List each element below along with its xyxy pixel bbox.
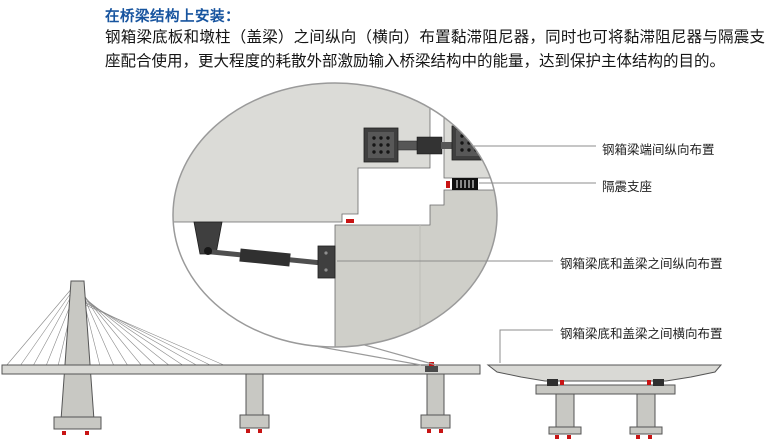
callout-ellipse-outline <box>172 82 498 348</box>
damper-cylinder <box>416 136 443 155</box>
funnel-line-lower <box>360 343 437 366</box>
stay-cable <box>82 303 227 367</box>
transverse-damper-marker-left <box>560 380 564 385</box>
pier-column <box>426 373 445 418</box>
section-column-left <box>555 393 575 428</box>
cap-beam <box>535 384 676 395</box>
stay-cables <box>5 285 227 367</box>
elevation-damper-markers <box>62 429 443 435</box>
page-title: 在桥梁结构上安装： <box>105 9 240 25</box>
section-bearing-right <box>653 379 664 386</box>
section-bearing-left <box>547 379 558 386</box>
detail-red-marker <box>346 219 354 223</box>
transverse-damper-marker-right <box>647 380 651 385</box>
section-deck <box>486 364 723 382</box>
isolation-bearing <box>446 178 478 190</box>
damper-cylinder <box>239 248 291 267</box>
stay-cable <box>19 289 74 367</box>
leader-capbeam-transverse <box>499 329 553 363</box>
pier-2 <box>239 373 270 429</box>
damper-pin-joint <box>204 247 212 255</box>
annotation-girder-capbeam-transverse: 钢箱梁底和盖梁之间横向布置 <box>560 327 723 341</box>
elevation-deck <box>1 364 481 375</box>
pier-footing <box>420 414 451 429</box>
section-column-base-right <box>629 426 663 435</box>
pier-column <box>245 373 264 418</box>
section-column-base-left <box>548 426 582 435</box>
body-text: 钢箱梁底板和墩柱（盖梁）之间纵向（横向）布置黏滞阻尼器，同时也可将黏滞阻尼器与隔… <box>105 29 765 70</box>
bridge-cross-section <box>486 364 723 439</box>
damper-rod-end <box>441 142 453 149</box>
bridge-elevation <box>1 280 481 435</box>
pylon-footing <box>53 416 102 430</box>
damper-rod <box>397 140 419 151</box>
section-damper-markers <box>555 435 652 439</box>
stay-cable <box>82 301 213 367</box>
stay-cable <box>5 286 74 367</box>
pier-3 <box>420 373 451 429</box>
bolt-pattern-left <box>372 136 390 154</box>
annotation-girder-capbeam-longitudinal: 钢箱梁底和盖梁之间纵向布置 <box>560 257 723 271</box>
annotation-girder-end-longitudinal: 钢箱梁端间纵向布置 <box>602 143 715 157</box>
leader-lines <box>337 145 596 363</box>
bearing-red-marker <box>446 181 450 188</box>
section-column-right <box>636 393 656 428</box>
girder-capbeam-damper <box>193 221 336 279</box>
pier-footing <box>239 414 270 429</box>
annotation-isolation-bearing: 隔震支座 <box>602 180 653 194</box>
stay-cable <box>32 292 74 367</box>
damper-end-plate <box>317 245 336 279</box>
